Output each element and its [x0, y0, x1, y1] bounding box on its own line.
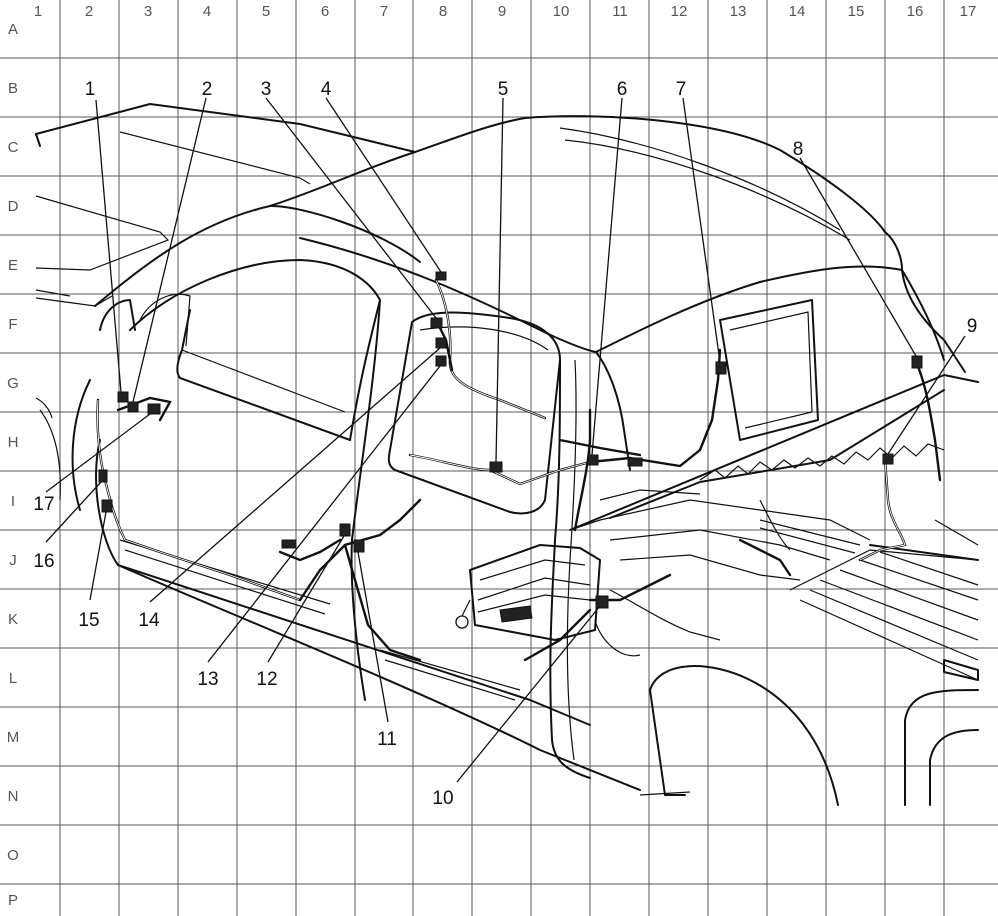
row-label: M [7, 729, 20, 746]
connector-10 [595, 595, 609, 609]
column-labels: 1 2 3 4 5 6 7 8 9 10 11 12 13 14 15 16 1… [34, 3, 977, 20]
callout-10: 10 [432, 788, 453, 809]
connector-components [98, 271, 923, 609]
callout-8: 8 [793, 139, 804, 160]
callout-1: 1 [85, 79, 96, 100]
row-label: H [8, 434, 19, 451]
column-label: 9 [498, 3, 506, 20]
row-label: L [9, 670, 17, 687]
callout-12: 12 [256, 669, 277, 690]
callout-6: 6 [617, 79, 628, 100]
column-label: 14 [789, 3, 806, 20]
row-label: F [8, 316, 17, 333]
row-label: N [8, 788, 19, 805]
callout-16: 16 [33, 551, 54, 572]
connector-13 [435, 337, 447, 349]
column-label: 17 [960, 3, 977, 20]
connector-cab-rear [627, 457, 643, 467]
row-label: G [7, 375, 19, 392]
row-label: O [7, 847, 19, 864]
callout-13: 13 [197, 669, 218, 690]
connector-14 [435, 355, 447, 367]
row-label: D [8, 198, 19, 215]
callout-3: 3 [261, 79, 272, 100]
callout-2: 2 [202, 79, 213, 100]
connector-16 [98, 469, 108, 483]
callout-4: 4 [321, 79, 332, 100]
column-label: 11 [612, 3, 628, 20]
leader-lines [45, 97, 966, 783]
connector-9 [882, 453, 894, 465]
connector-1 [117, 391, 129, 403]
callout-17: 17 [33, 494, 54, 515]
vehicle-body [35, 103, 979, 806]
column-label: 1 [34, 3, 42, 20]
callout-15: 15 [78, 610, 99, 631]
row-label: P [8, 892, 18, 909]
column-label: 10 [553, 3, 570, 20]
callout-11: 11 [377, 729, 397, 750]
column-label: 5 [262, 3, 270, 20]
row-label: K [8, 611, 18, 628]
column-label: 3 [144, 3, 152, 20]
row-labels: A B C D E F G H I J K L M N O P [7, 21, 20, 909]
connector-2 [127, 401, 139, 413]
connector-17-area [147, 403, 161, 415]
column-label: 13 [730, 3, 747, 20]
column-label: 12 [671, 3, 688, 20]
column-label: 7 [380, 3, 388, 20]
column-label: 15 [848, 3, 865, 20]
wiring-harness [96, 278, 942, 662]
callout-7: 7 [676, 79, 687, 100]
callout-9: 9 [967, 316, 978, 337]
row-label: B [8, 80, 18, 97]
column-label: 2 [85, 3, 93, 20]
row-label: E [8, 257, 18, 274]
connector-5 [489, 461, 503, 473]
column-label: 6 [321, 3, 329, 20]
row-label: A [8, 21, 18, 38]
connector-11 [353, 539, 365, 553]
connector-12 [339, 523, 351, 537]
column-label: 4 [203, 3, 211, 20]
connector-3 [430, 317, 443, 329]
callout-5: 5 [498, 79, 509, 100]
column-label: 16 [907, 3, 924, 20]
callout-labels: 1 2 3 4 5 6 7 8 9 10 11 12 13 14 15 16 1… [33, 79, 977, 809]
connector-lower [281, 539, 297, 549]
connector-6 [587, 454, 599, 466]
column-label: 8 [439, 3, 447, 20]
row-label: J [9, 552, 17, 569]
row-label: I [11, 493, 15, 510]
callout-14: 14 [138, 610, 160, 631]
row-label: C [8, 139, 19, 156]
connector-7 [715, 361, 727, 375]
connector-4 [435, 271, 447, 281]
connector-8 [911, 355, 923, 369]
connector-15 [101, 499, 113, 513]
